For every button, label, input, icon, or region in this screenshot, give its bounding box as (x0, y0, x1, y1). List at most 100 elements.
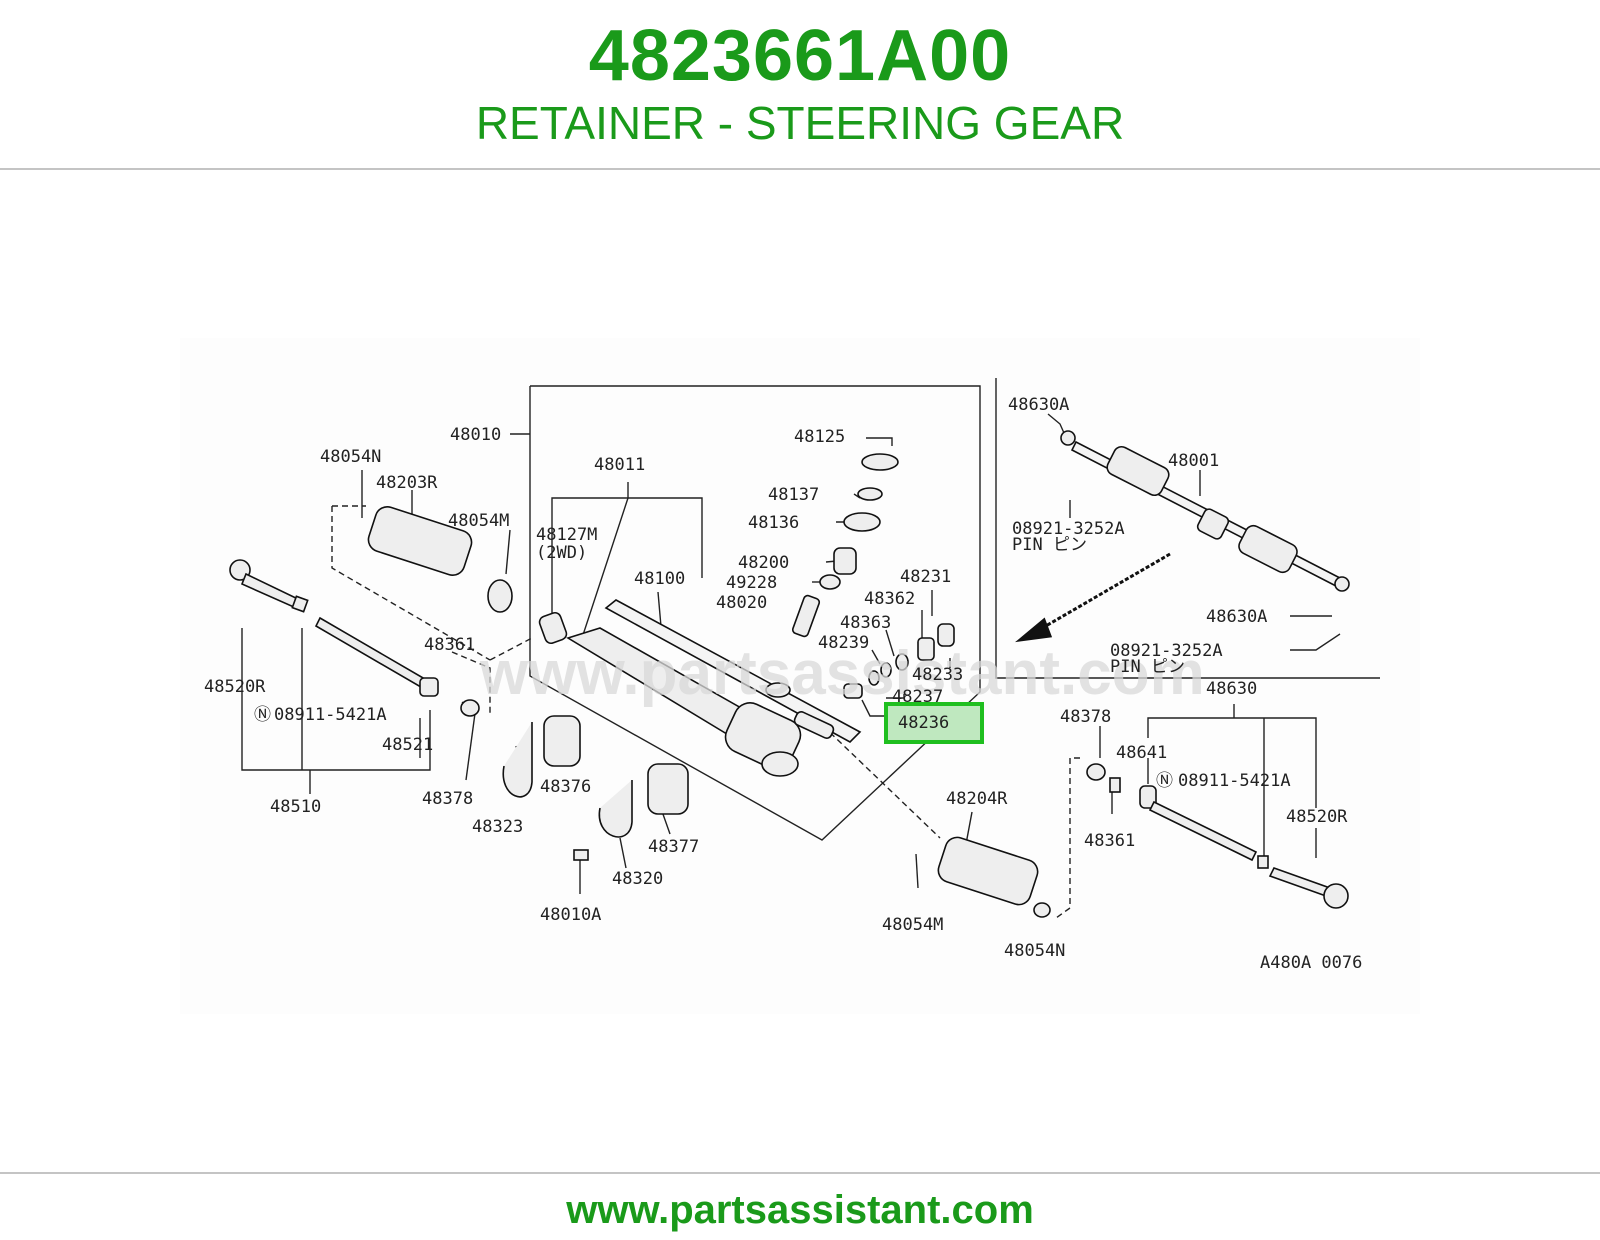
label-48127m[interactable]: 48127M (536, 525, 597, 545)
rack-bar-part (604, 599, 862, 743)
label-48010[interactable]: 48010 (450, 425, 501, 445)
label-48233[interactable]: 48233 (912, 665, 963, 685)
bolt-part (573, 849, 589, 861)
page-header: 4823661A00 RETAINER - STEERING GEAR (0, 0, 1600, 168)
insulator-part (543, 715, 581, 767)
label-pin-top: PIN ピン (1012, 535, 1087, 555)
pinion-seat-part (765, 682, 791, 698)
label-48136[interactable]: 48136 (748, 513, 799, 533)
tie-rod-arm-right-part (1268, 867, 1332, 897)
label-2wd: (2WD) (536, 543, 587, 563)
label-48520r-right[interactable]: 48520R (1286, 807, 1348, 827)
nut-left-part (291, 595, 309, 613)
part-description: RETAINER - STEERING GEAR (475, 97, 1125, 149)
label-48363[interactable]: 48363 (840, 613, 891, 633)
label-48054n-right[interactable]: 48054N (1004, 941, 1065, 961)
label-48137[interactable]: 48137 (768, 485, 819, 505)
label-48323[interactable]: 48323 (472, 817, 523, 837)
label-48125[interactable]: 48125 (794, 427, 845, 447)
label-48630a-bottom[interactable]: 48630A (1206, 607, 1267, 627)
cap-part (861, 453, 899, 471)
highlight-box[interactable] (884, 702, 984, 744)
insulator-2-part (647, 763, 689, 815)
inset-housing-part (1196, 508, 1230, 540)
label-48320[interactable]: 48320 (612, 869, 663, 889)
clamp-right-part (1033, 902, 1051, 918)
exploded-view-drawing: www.partsassistant.com 48010 48011 48100… (204, 378, 1380, 973)
n-circle-icon-right: Ⓝ (1156, 771, 1173, 791)
bearing-part (819, 574, 841, 590)
label-48010a[interactable]: 48010A (540, 905, 601, 925)
label-08911-left[interactable]: 08911-5421A (274, 705, 387, 725)
label-49228[interactable]: 49228 (726, 573, 777, 593)
label-48054m-left[interactable]: 48054M (448, 511, 509, 531)
label-48236[interactable]: 48236 (898, 713, 949, 733)
diagram-code: A480A 0076 (1260, 953, 1362, 973)
label-48510[interactable]: 48510 (270, 797, 321, 817)
header-divider (0, 168, 1600, 170)
label-48377[interactable]: 48377 (648, 837, 699, 857)
housing-port-part (761, 751, 799, 777)
label-48520r-left[interactable]: 48520R (204, 677, 266, 697)
label-48001[interactable]: 48001 (1168, 451, 1219, 471)
label-48237[interactable]: 48237 (892, 687, 943, 707)
assembly-frame (529, 385, 981, 841)
label-48231[interactable]: 48231 (900, 567, 951, 587)
inset-boot-left-part (1106, 445, 1170, 497)
o-ring-part (880, 662, 892, 678)
retainer-part (843, 683, 863, 699)
washer-part (857, 487, 883, 501)
label-48054n-left[interactable]: 48054N (320, 447, 381, 467)
label-48204r[interactable]: 48204R (946, 789, 1008, 809)
label-48376[interactable]: 48376 (540, 777, 591, 797)
footer-website-link[interactable]: www.partsassistant.com (566, 1188, 1034, 1232)
inner-rod-right-part (1148, 800, 1258, 862)
label-48630a-top[interactable]: 48630A (1008, 395, 1069, 415)
bushing-part (538, 611, 568, 645)
boot-right-part (937, 836, 1039, 906)
arrow-head-icon (1015, 617, 1053, 643)
boot-left-part (367, 505, 473, 577)
label-08921-top[interactable]: 08921-3252A (1012, 519, 1125, 539)
label-pin-bottom: PIN ピン (1110, 657, 1185, 677)
label-48100[interactable]: 48100 (634, 569, 685, 589)
footer-divider (0, 1172, 1600, 1174)
label-48378-left[interactable]: 48378 (422, 789, 473, 809)
label-08921-bottom[interactable]: 08921-3252A (1110, 641, 1223, 661)
inner-rod-left-part (314, 616, 432, 692)
label-48630[interactable]: 48630 (1206, 679, 1257, 699)
lock-plate-part (1109, 777, 1121, 793)
watermark-text: www.partsassistant.com (479, 639, 1205, 708)
rack-end-part (793, 711, 835, 739)
socket-right-part (1139, 785, 1157, 809)
tie-rod-end-right-part (1323, 883, 1349, 909)
inset-end-part (1060, 430, 1076, 446)
direction-arrow (1031, 552, 1171, 636)
adjusting-screw-part (917, 637, 935, 661)
label-48200[interactable]: 48200 (738, 553, 789, 573)
label-48203r[interactable]: 48203R (376, 473, 438, 493)
inset-end-right-part (1334, 576, 1350, 592)
label-08911-right[interactable]: 08911-5421A (1178, 771, 1291, 791)
seal-part (843, 512, 881, 532)
label-48521[interactable]: 48521 (382, 735, 433, 755)
o-ring-part-2 (868, 670, 880, 686)
label-48378-right[interactable]: 48378 (1060, 707, 1111, 727)
label-48239[interactable]: 48239 (818, 633, 869, 653)
label-48641[interactable]: 48641 (1116, 743, 1167, 763)
clamp-bracket-2-part (598, 780, 633, 838)
label-48361-right[interactable]: 48361 (1084, 831, 1135, 851)
label-48362[interactable]: 48362 (864, 589, 915, 609)
label-48054m-right[interactable]: 48054M (882, 915, 943, 935)
washer-right-part (1086, 763, 1106, 781)
part-number-title: 4823661A00 (588, 16, 1012, 96)
parts-diagram: www.partsassistant.com 48010 48011 48100… (180, 338, 1420, 1014)
tie-rod-arm-left-part (240, 572, 302, 610)
washer-left-part (460, 699, 480, 717)
label-48361-left[interactable]: 48361 (424, 635, 475, 655)
label-48020[interactable]: 48020 (716, 593, 767, 613)
inset-frame (995, 378, 1380, 679)
inset-boot-right-part (1238, 524, 1298, 574)
label-48011[interactable]: 48011 (594, 455, 645, 475)
socket-left-part (419, 677, 439, 697)
